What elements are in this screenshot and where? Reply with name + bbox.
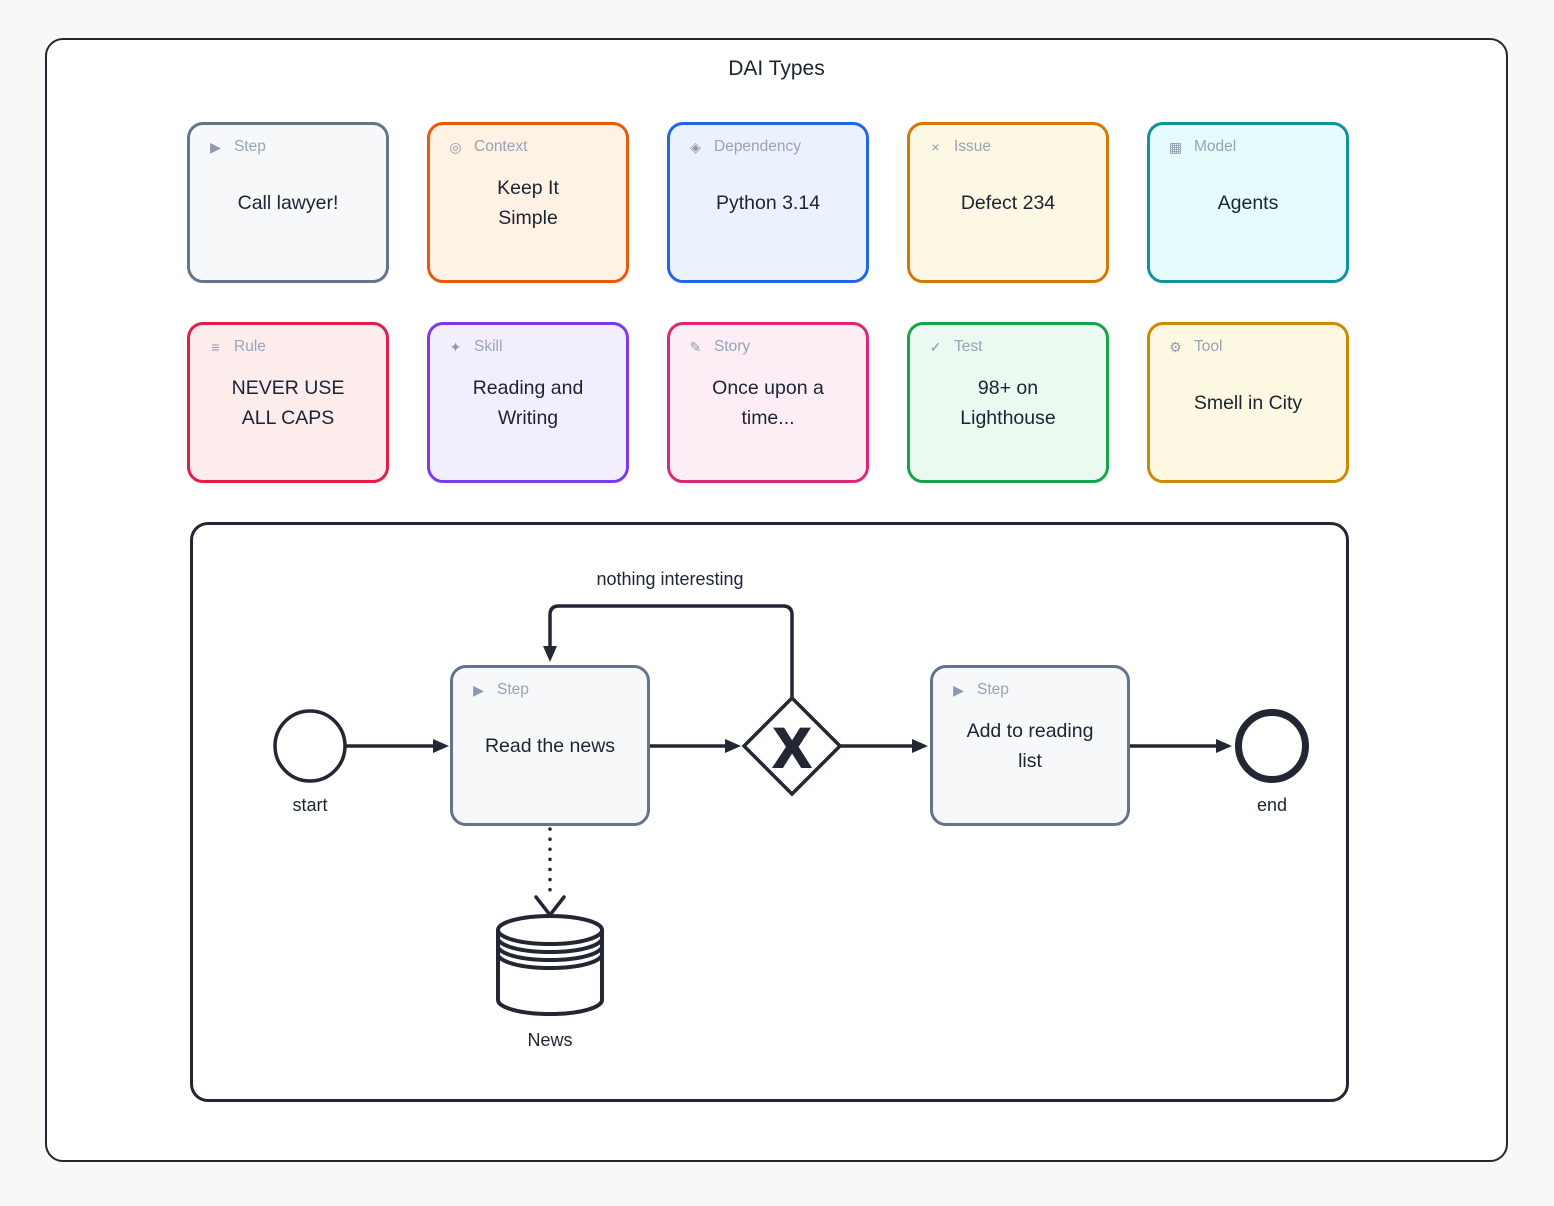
datastore-ring [496, 945, 604, 962]
card-type-header: ✓ Test [927, 338, 1096, 356]
card-text: Smell in City [1193, 391, 1303, 414]
check-icon: ✓ [929, 338, 942, 355]
datastore-label: News [527, 1030, 573, 1050]
flow-connectors-layer: X [273, 604, 1309, 1016]
card-type-header: ◈ Dependency [687, 138, 856, 156]
datastore-top [496, 914, 604, 946]
card-type-label: Context [474, 138, 528, 155]
card-text: Python 3.14 [715, 191, 821, 214]
card-text: Agents [1217, 191, 1279, 214]
card-type-header: ▶ Step [207, 138, 376, 156]
card-text: 98+ on Lighthouse [960, 376, 1056, 429]
process-container: X ▶ Step Read the news ▶ Step Add to rea… [190, 522, 1349, 1102]
card-skill[interactable]: ✦ Skill Reading and Writing [427, 322, 629, 483]
play-icon: ▶ [473, 681, 484, 698]
open-arrowhead [534, 895, 566, 918]
card-type-header: ▶ Step [950, 681, 1117, 699]
card-issue[interactable]: × Issue Defect 234 [907, 122, 1109, 283]
card-test[interactable]: ✓ Test 98+ on Lighthouse [907, 322, 1109, 483]
play-icon: ▶ [210, 138, 221, 155]
loop-edge-label: nothing interesting [596, 569, 744, 589]
grid-icon: ▦ [1168, 138, 1183, 155]
gateway-x-symbol: X [773, 716, 810, 779]
card-type-label: Skill [474, 338, 503, 355]
card-text: NEVER USE ALL CAPS [231, 376, 345, 429]
card-text: Read the news [484, 734, 616, 757]
bullseye-icon: ◎ [449, 138, 462, 155]
card-dependency[interactable]: ◈ Dependency Python 3.14 [667, 122, 869, 283]
card-context[interactable]: ◎ Context Keep It Simple [427, 122, 629, 283]
card-type-header: ≡ Rule [207, 338, 376, 356]
card-type-label: Test [954, 338, 983, 355]
card-type-label: Model [1194, 138, 1237, 155]
card-tool[interactable]: ⚙ Tool Smell in City [1147, 322, 1349, 483]
card-type-label: Story [714, 338, 751, 355]
flow-step-read-the-news[interactable]: ▶ Step Read the news [450, 665, 650, 826]
end-event-circle[interactable] [1235, 709, 1309, 783]
card-type-header: ⚙ Tool [1167, 338, 1336, 356]
card-type-label: Step [497, 681, 529, 698]
card-text: Reading and Writing [472, 376, 584, 429]
page-title: DAI Types [728, 57, 825, 80]
start-label: start [292, 795, 328, 815]
card-text: Call lawyer! [237, 191, 339, 214]
gear-icon: ⚙ [1169, 338, 1182, 355]
play-icon: ▶ [953, 681, 964, 698]
diamond-icon: ◈ [690, 138, 701, 155]
flow-step-add-to-reading-list[interactable]: ▶ Step Add to reading list [930, 665, 1130, 826]
card-step[interactable]: ▶ Step Call lawyer! [187, 122, 389, 283]
sparkle-icon: ✦ [449, 338, 462, 355]
start-event-circle[interactable] [273, 709, 347, 783]
card-type-header: × Issue [927, 138, 1096, 156]
datastore-ring [496, 937, 604, 954]
card-type-label: Tool [1194, 338, 1223, 355]
end-label: end [1256, 795, 1288, 815]
cross-icon: × [931, 139, 940, 155]
card-type-label: Issue [954, 138, 992, 155]
card-type-header: ◎ Context [447, 138, 616, 156]
card-type-header: ✦ Skill [447, 338, 616, 356]
card-type-label: Step [234, 138, 266, 155]
exclusive-gateway[interactable] [741, 695, 843, 797]
card-rule[interactable]: ≡ Rule NEVER USE ALL CAPS [187, 322, 389, 483]
card-type-label: Step [977, 681, 1009, 698]
card-text: Once upon a time... [712, 376, 824, 429]
card-text: Defect 234 [960, 191, 1056, 214]
card-type-label: Dependency [714, 138, 802, 155]
card-type-header: ▶ Step [470, 681, 637, 699]
card-story[interactable]: ✎ Story Once upon a time... [667, 322, 869, 483]
card-type-header: ▦ Model [1167, 138, 1336, 156]
card-text: Keep It Simple [497, 176, 559, 229]
arrow-loop-back [543, 604, 794, 697]
diagram-canvas: DAI Types ▶ Step Call lawyer! ◎ Context … [45, 38, 1508, 1162]
card-text: Add to reading list [966, 719, 1094, 772]
lines-icon: ≡ [211, 339, 220, 355]
card-type-header: ✎ Story [687, 338, 856, 356]
pencil-icon: ✎ [689, 338, 702, 355]
card-type-label: Rule [234, 338, 266, 355]
card-model[interactable]: ▦ Model Agents [1147, 122, 1349, 283]
datastore-ring [496, 953, 604, 970]
